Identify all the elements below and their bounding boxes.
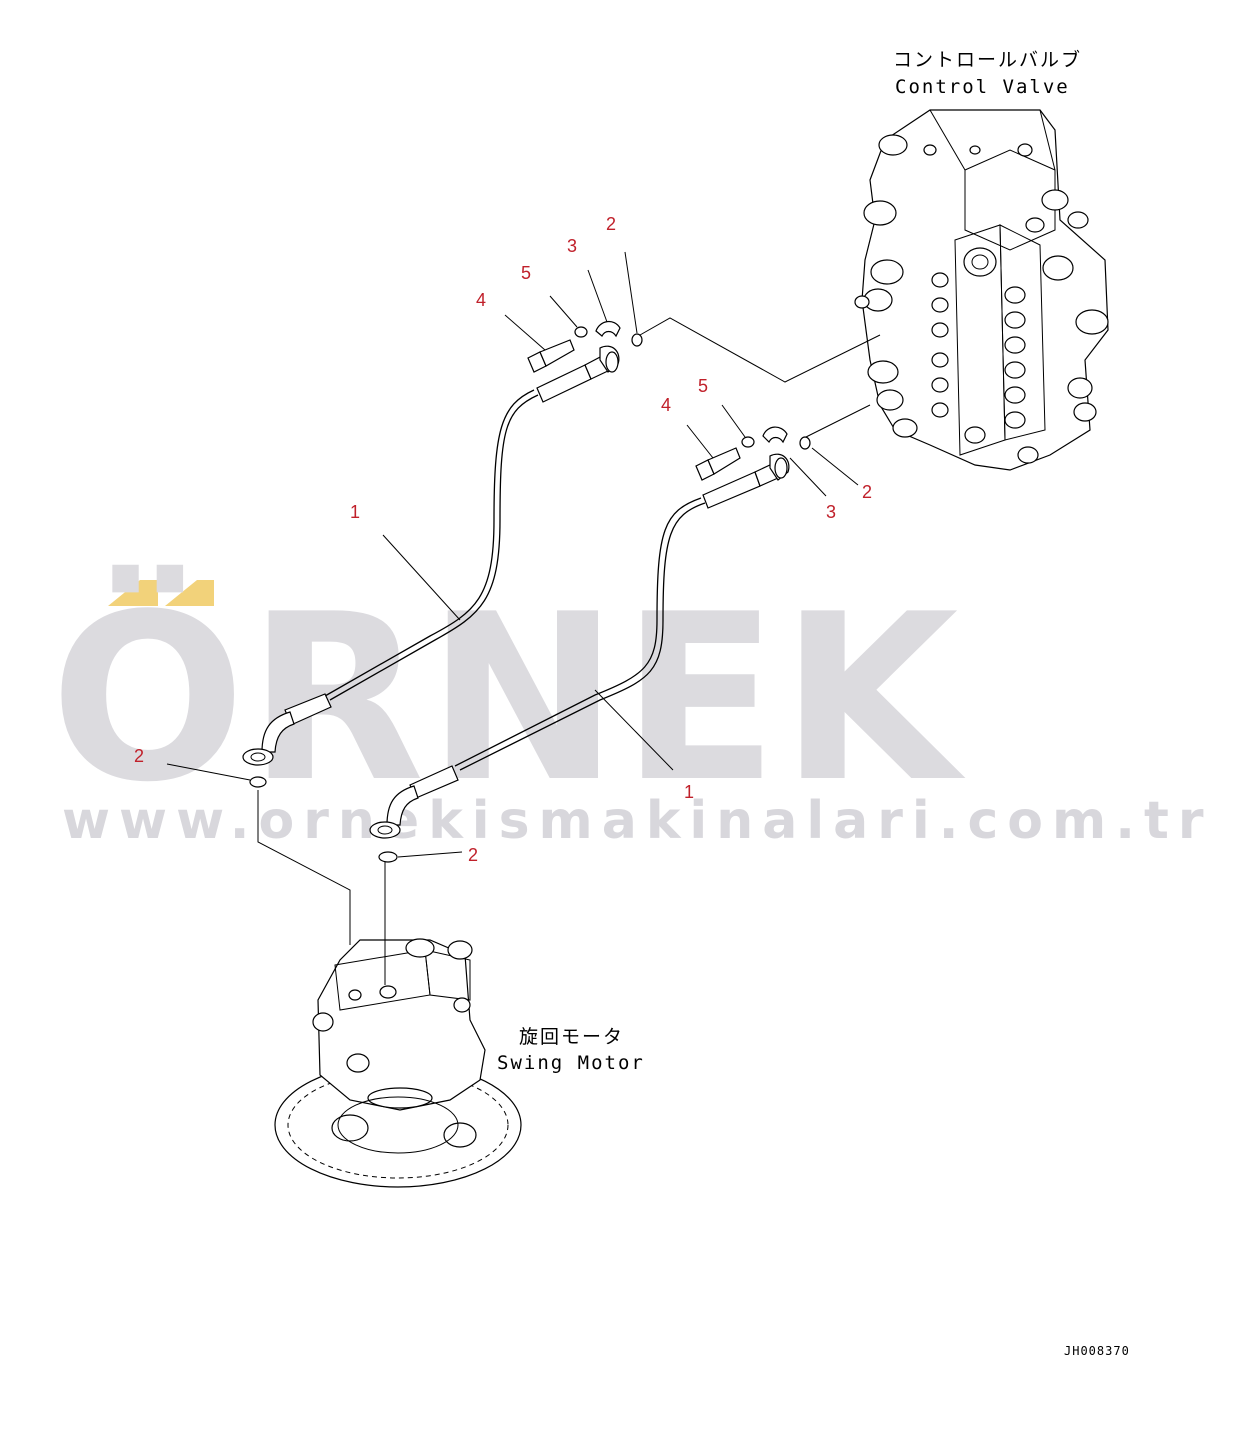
clamp-right <box>762 426 788 444</box>
hose-assembly-right <box>369 426 811 839</box>
callout-clamp-ul: 3 <box>567 236 577 256</box>
callout-oring-ur: 2 <box>862 482 872 502</box>
callout-bolt-ur: 4 <box>661 395 671 415</box>
swing-motor-label-en: Swing Motor <box>497 1052 645 1074</box>
swing-motor-label-jp: 旋回モータ <box>519 1026 624 1048</box>
callout-bolt-ul: 4 <box>476 290 486 310</box>
callout-washer-ur: 5 <box>698 376 708 396</box>
callout-clamp-ur: 3 <box>826 502 836 522</box>
callout-oring-lr: 2 <box>468 845 478 865</box>
swing-motor <box>274 938 522 1188</box>
hose-fitting-upper-right <box>702 471 761 509</box>
callouts: 2 3 5 4 1 5 4 2 3 1 2 2 <box>134 214 872 865</box>
control-valve-label-jp: コントロールバルブ <box>893 48 1082 71</box>
bolt-right <box>695 447 741 481</box>
hose-fitting-upper-left <box>536 364 592 403</box>
drawing-code: JH008370 <box>1064 1344 1130 1358</box>
valve-spools-right <box>1017 189 1109 464</box>
control-valve-label-en: Control Valve <box>895 76 1070 98</box>
callout-washer-ul: 5 <box>521 263 531 283</box>
watermark-url: www.ornekismakinalari.com.tr <box>62 791 1212 851</box>
leader-lines <box>166 251 859 858</box>
washer-left <box>574 326 588 338</box>
valve-spools-left <box>854 134 918 438</box>
callout-pipe-ur: 1 <box>684 782 694 802</box>
oring-left-lower <box>249 776 267 788</box>
callout-pipe-ul: 1 <box>350 502 360 522</box>
umlaut-dot-right <box>165 580 214 606</box>
watermark-brand: ÖRNEK <box>50 564 966 833</box>
control-valve <box>854 109 1109 471</box>
connection-lines <box>257 317 881 985</box>
callout-oring-ll: 2 <box>134 746 144 766</box>
bolt-left <box>527 339 575 373</box>
oring-right-lower <box>378 851 398 863</box>
valve-spools-middle <box>923 143 1033 444</box>
oring-right-upper <box>799 436 811 450</box>
hose-assembly-left <box>242 321 643 766</box>
umlaut-dot-left <box>108 580 158 606</box>
oring-left-upper <box>631 333 643 347</box>
washer-right <box>741 436 755 448</box>
callout-oring-ul: 2 <box>606 214 616 234</box>
watermark: ÖRNEK www.ornekismakinalari.com.tr <box>50 564 1212 851</box>
clamp-left <box>595 321 621 338</box>
